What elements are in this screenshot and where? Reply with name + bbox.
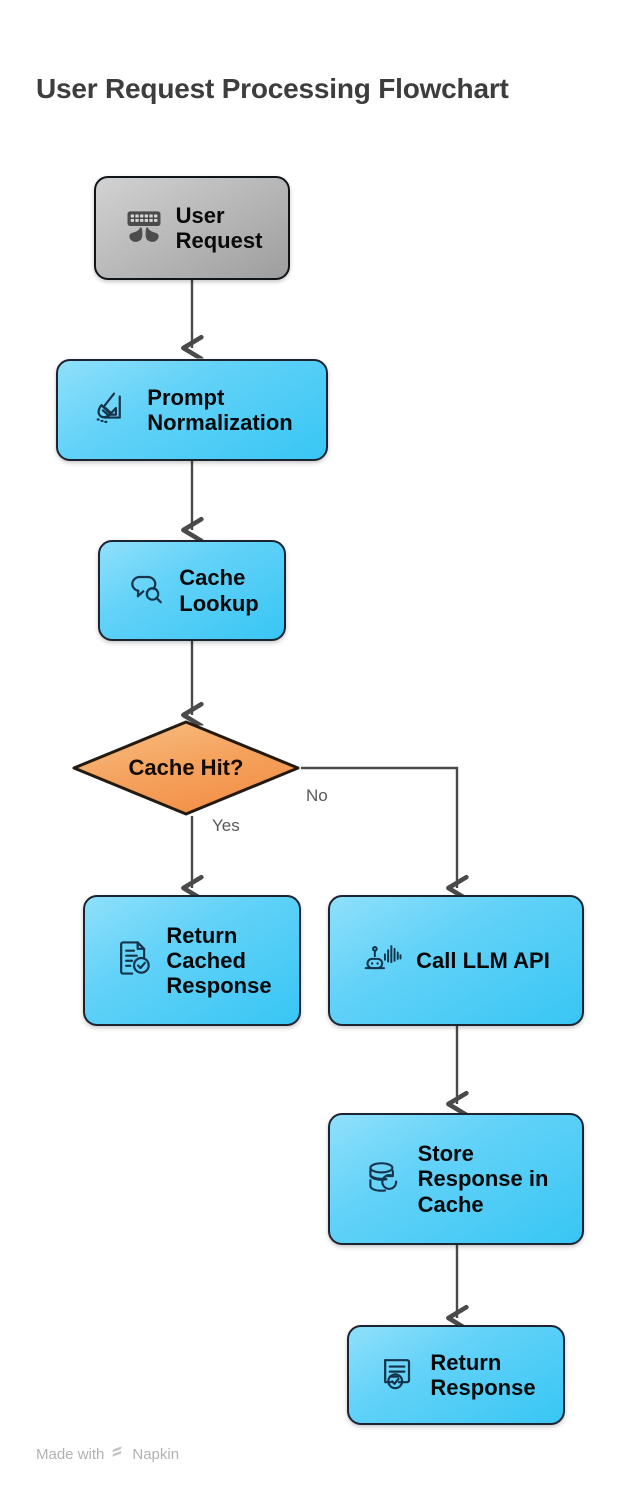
keyboard-hands-icon	[122, 204, 166, 253]
node-store-response-in-cache[interactable]: Store Response in Cache	[328, 1113, 584, 1245]
footer-watermark: Made with Napkin	[36, 1444, 179, 1464]
node-label-return-cached-response: Return Cached Response	[166, 922, 272, 999]
edge-label-no: No	[306, 786, 328, 805]
node-label-store-response-in-cache: Store Response in Cache	[417, 1141, 549, 1217]
node-label-return-response: Return Response	[430, 1349, 536, 1400]
node-label-user-request: User Request	[175, 202, 263, 253]
node-label-call-llm-api: Call LLM API	[416, 947, 550, 973]
node-label-cache-hit: Cache Hit?	[128, 755, 244, 780]
node-user-request[interactable]: User Request	[94, 176, 290, 280]
node-label-prompt-normalization: Prompt Normalization	[147, 384, 293, 435]
node-return-cached-response[interactable]: Return Cached Response	[83, 895, 301, 1026]
broom-sweep-icon	[91, 385, 137, 436]
node-cache-lookup[interactable]: Cache Lookup	[98, 540, 286, 641]
node-prompt-normalization[interactable]: Prompt Normalization	[56, 359, 328, 461]
node-return-response[interactable]: Return Response	[347, 1325, 565, 1425]
robot-waveform-icon	[362, 936, 406, 985]
node-label-cache-lookup: Cache Lookup	[179, 565, 259, 616]
footer-brand-label: Napkin	[132, 1445, 180, 1463]
footer-made-with-label: Made with	[36, 1445, 105, 1463]
speech-bubble-search-icon	[125, 566, 169, 615]
node-call-llm-api[interactable]: Call LLM API	[328, 895, 584, 1026]
edge-label-yes: Yes	[212, 816, 240, 835]
node-cache-hit[interactable]: Cache Hit?	[70, 718, 302, 818]
database-refresh-icon	[364, 1155, 408, 1204]
document-check-icon	[112, 936, 156, 985]
napkin-logo-icon	[110, 1444, 126, 1464]
page-title: User Request Processing Flowchart	[36, 73, 509, 104]
certificate-check-icon	[376, 1351, 420, 1400]
